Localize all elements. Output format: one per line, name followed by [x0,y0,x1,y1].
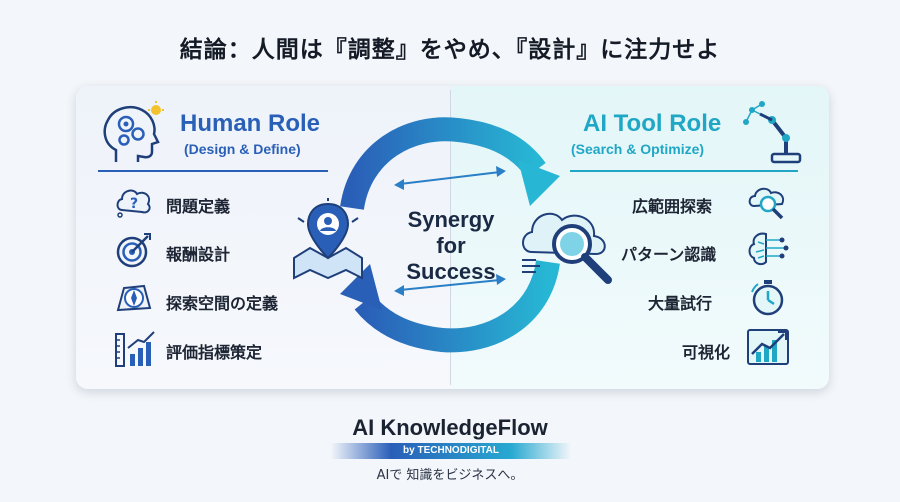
brand-tagline: AIで 知識をビジネスへ。 [376,468,524,483]
ai-item-wide-search: 広範囲探索 [632,197,713,216]
synergy-cycle-arrows-icon [340,117,560,353]
svg-text:?: ? [130,196,138,212]
synergy-line-3: Success [406,259,496,284]
ai-role-title: AI Tool Role [583,110,722,137]
trend-chart-icon [747,329,789,365]
question-cloud-icon: ? [116,189,151,218]
stopwatch-icon [751,280,784,316]
ai-role-subtitle: (Search & Optimize) [571,141,705,157]
brand-byline: by TECHNODIGITAL [331,443,571,459]
ruler-chart-icon [115,331,155,367]
human-title-underline [98,170,328,172]
robot-arm-icon [743,101,802,164]
ai-item-mass-trials: 大量試行 [648,294,713,313]
synergy-line-1: Synergy [407,207,495,232]
human-role-title: Human Role [180,110,321,137]
brand-name: AI KnowledgeFlow [352,415,548,440]
cloud-search-icon [748,187,784,220]
human-item-reward-design: 報酬設計 [166,245,231,264]
synergy-line-2: for [436,233,466,258]
head-gears-icon [103,101,164,162]
ai-item-pattern-recognition: パターン認識 [621,245,717,264]
synergy-center-label: Synergy for Success [393,207,509,285]
human-item-problem-definition: 問題定義 [166,197,231,216]
target-icon [116,233,151,268]
brain-circuit-icon [748,232,789,266]
panel-divider [450,90,451,385]
ai-item-visualization: 可視化 [682,343,731,362]
cloud-magnifier-icon [522,212,612,284]
human-item-evaluation-metrics: 評価指標策定 [166,343,263,362]
page-headline: 結論：人間は『調整』をやめ、『設計』に注力せよ [179,37,721,63]
ai-title-underline [570,170,798,172]
human-role-subtitle: (Design & Define) [184,141,301,157]
map-pin-person-icon [293,198,363,280]
compass-map-icon [116,284,152,312]
human-item-search-space-definition: 探索空間の定義 [166,294,279,313]
